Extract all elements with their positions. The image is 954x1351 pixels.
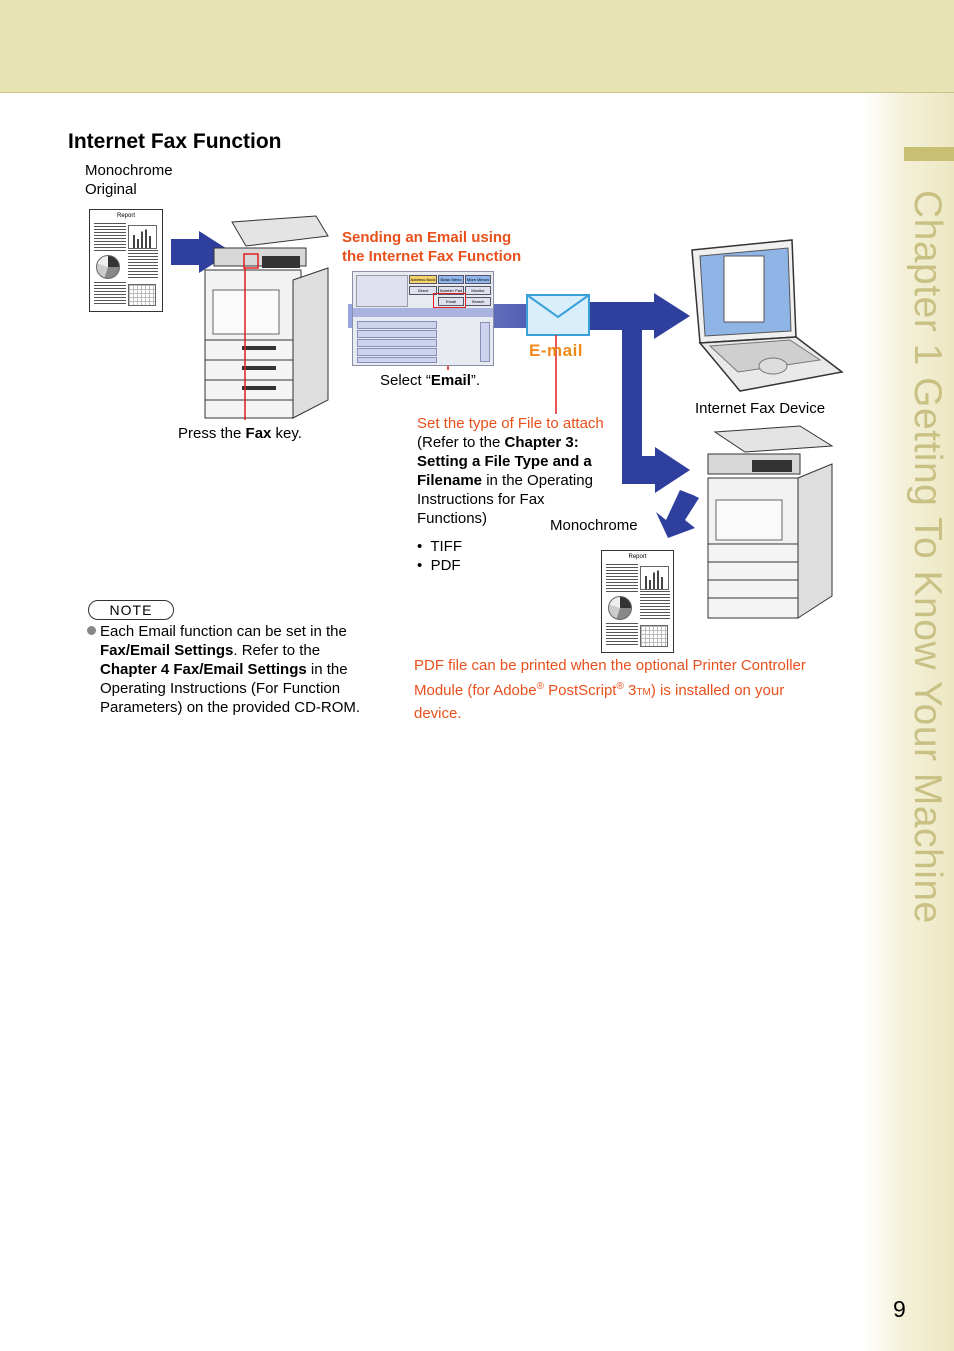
internet-fax-device-label: Internet Fax Device [695,400,826,417]
pdf-print-note: PDF file can be printed when the optiona… [414,657,806,722]
control-panel-screen: Address Book Basic Menu More Menus Direc… [352,271,494,366]
note-text: Each Email function can be set in the Fa… [100,623,361,716]
page-number: 9 [893,1296,906,1322]
note-bullet-icon [87,626,96,635]
panel-status-area [356,275,408,307]
chapter-sidebar [862,93,954,1351]
section-title: Internet Fax Function [68,130,282,153]
chapter-tab [904,147,954,161]
arrow-to-printout [656,490,699,538]
press-fax-instruction: Press the Fax key. [178,425,302,442]
panel-list-row[interactable] [357,330,437,338]
copier-machine-right-image [707,425,834,619]
panel-address-book-button[interactable]: Address Book [409,275,437,284]
panel-more-menus-button[interactable]: More Menus [465,275,491,284]
monochrome-output-label: Monochrome [550,517,638,534]
laptop-image [691,239,844,392]
header-band [0,0,954,93]
document-title: Report [116,213,135,219]
select-email-instruction: Select “Email”. [380,372,481,389]
sending-email-heading: Sending an Email using the Internet Fax … [342,229,522,265]
file-type-option-pdf: • PDF [417,557,461,574]
panel-email-button[interactable]: Email [438,297,464,306]
panel-scrollbar[interactable] [480,322,490,362]
output-document-image: Report [601,550,674,653]
panel-search-button[interactable]: Search [465,297,491,306]
note-label: NOTE [88,600,174,620]
panel-list-row[interactable] [357,339,437,347]
panel-monitor-button[interactable]: Monitor [465,286,491,295]
panel-direct-button[interactable]: Direct [409,286,437,295]
email-highlight-box [433,293,466,308]
original-document-image: Report [89,209,163,312]
file-type-options: • TIFF • PDF [417,537,462,575]
arrow-to-machine [171,231,232,273]
panel-list-row[interactable] [357,357,437,363]
arrow-down [622,318,642,474]
panel-tab-row [353,308,493,317]
copier-machine-image [204,215,329,419]
arrow-to-laptop [654,293,690,339]
chapter-title: Chapter 1 Getting To Know Your Machine [906,190,949,924]
document-title: Report [628,554,647,560]
file-type-option-tiff: • TIFF [417,538,462,555]
panel-list-row[interactable] [357,348,437,356]
envelope-icon [526,294,590,336]
arrow-to-machine2 [655,447,690,493]
panel-list-row[interactable] [357,321,437,329]
email-icon-label: E-mail [529,341,584,360]
panel-basic-menu-button[interactable]: Basic Menu [438,275,464,284]
file-type-instructions: Set the type of File to attach (Refer to… [417,415,604,527]
panel-number-pad-button[interactable]: Number Pad [438,286,464,295]
original-label: Monochrome Original [85,162,173,198]
